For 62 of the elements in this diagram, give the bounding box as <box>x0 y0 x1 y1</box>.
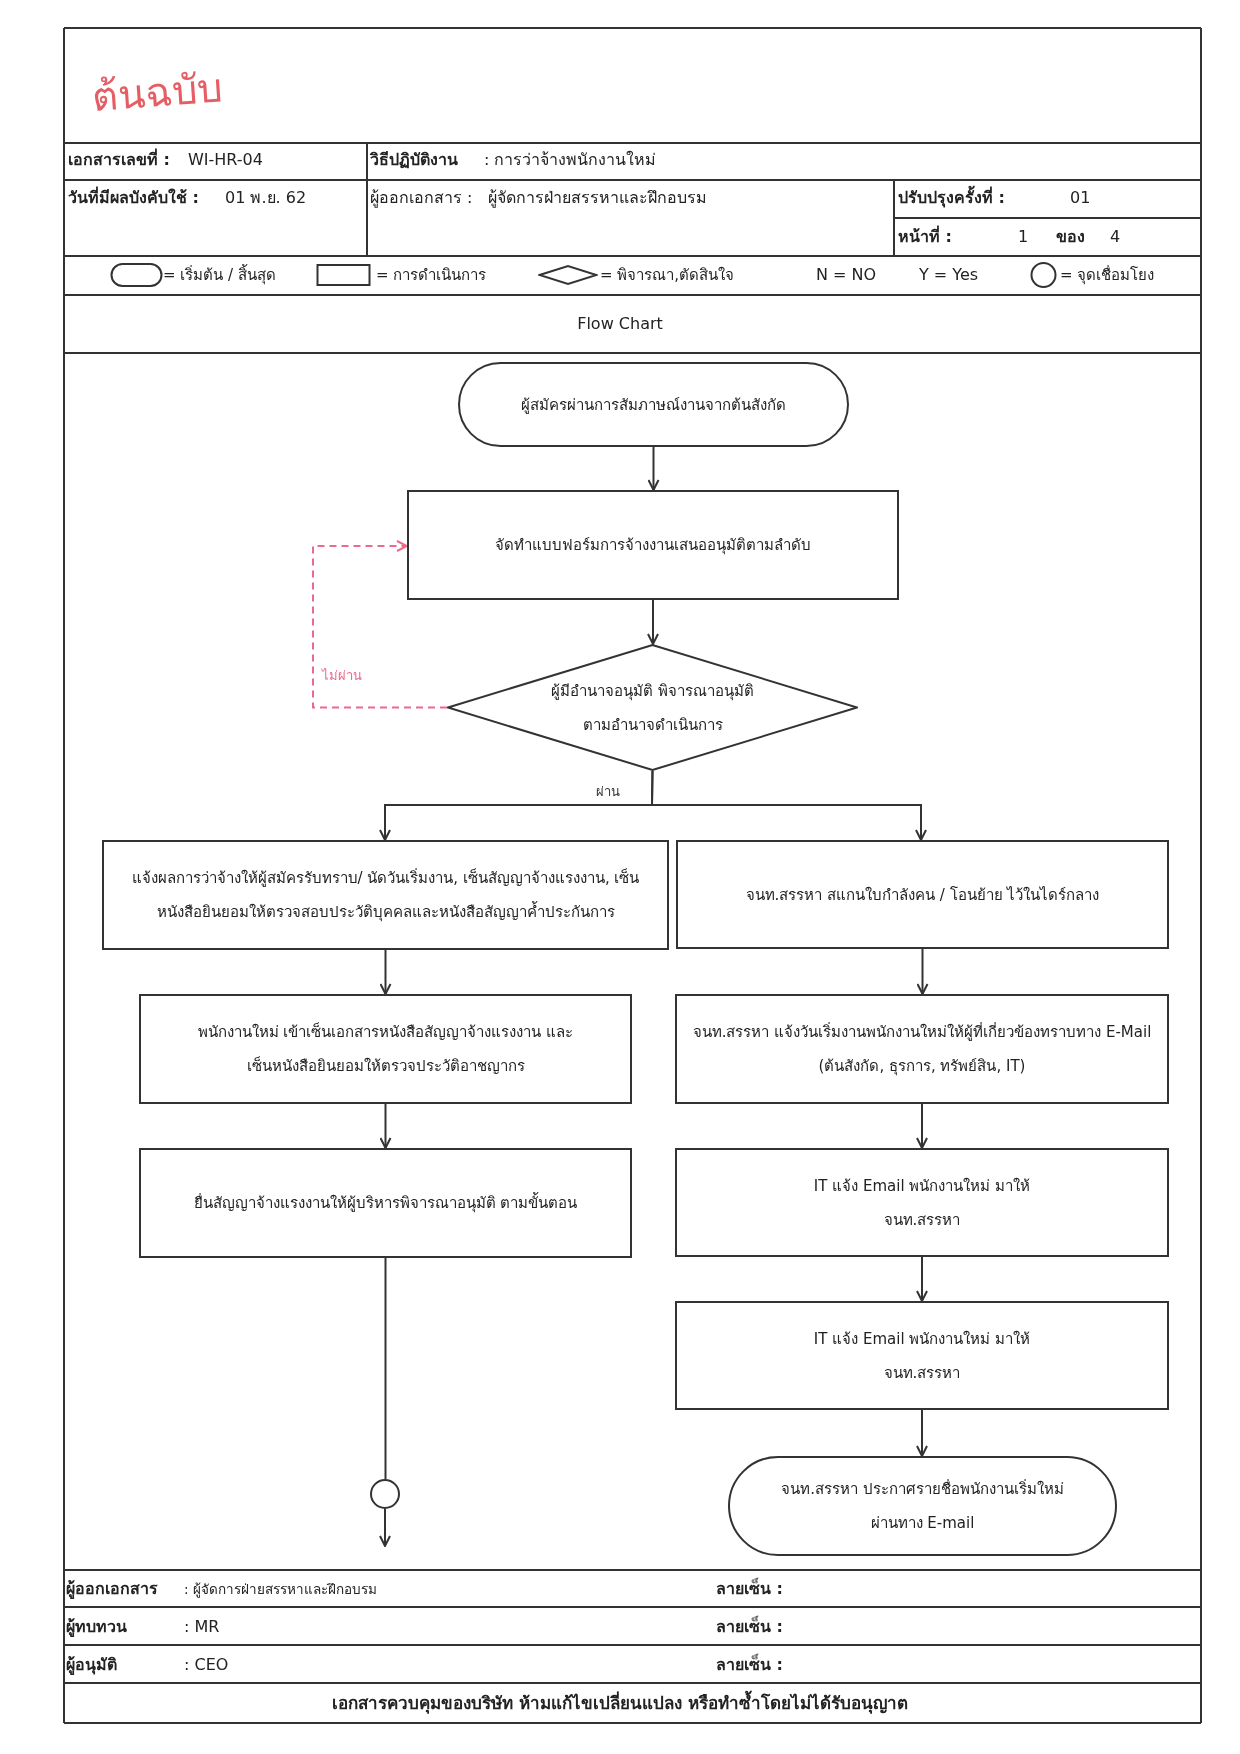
field-label: ผู้ออกเอกสาร <box>66 1579 158 1599</box>
step-text: ผู้สมัครผ่านการสัมภาษณ์งานจากต้นสังกัด <box>520 394 787 416</box>
step-text: จนท.สรรหา ประกาศรายชื่อพนักงานเริ่มใหม่ ผ่านทาง E-mail <box>780 1478 1065 1534</box>
step-text: แจ้งผลการว่าจ้างให้ผู้สมัครรับทราบ/ นัดวันเริ่มงาน, เซ็นสัญญาจ้างแรงงาน, เซ็น หนังสือยินยอมให้ตรวจสอบประวัติบุคคลและหนังสือสัญญาค้ำประกันการ <box>130 867 641 924</box>
field-label: ผู้ออกเอกสาร : <box>370 188 473 208</box>
step-text: จนท.สรรหา สแกนใบกำลังคน / โอนย้าย ไว้ในไดร์กลาง <box>744 884 1101 906</box>
step-text: จนท.สรรหา แจ้งวันเริ่มงานพนักงานใหม่ให้ผู้ที่เกี่ยวข้องทราบทาง E-Mail (ต้นสังกัด, ธุรการ, ทรัพย์สิน, IT) <box>691 1021 1153 1078</box>
step-text: พนักงานใหม่ เข้าเซ็นเอกสารหนังสือสัญญาจ้างแรงงาน และเซ็นหนังสือยินยอมให้ตรวจประวัติอาชญากร <box>196 1021 575 1077</box>
arrow <box>312 540 448 709</box>
arrow <box>916 948 929 995</box>
field-value: : การว่าจ้างพนักงานใหม่ <box>484 150 657 170</box>
step-text: ยื่นสัญญาจ้างแรงงานให้ผู้บริหารพิจารณาอนุมัติ ตามขั้นตอน <box>192 1191 579 1215</box>
step-text: IT แจ้ง Email พนักงานใหม่ มาให้จนท.สรรหา <box>812 1328 1032 1384</box>
field-label: วิธีปฏิบัติงาน <box>370 150 458 170</box>
arrow <box>379 949 392 995</box>
step-text: IT แจ้ง Email พนักงานใหม่ มาให้จนท.สรรหา <box>812 1175 1032 1231</box>
footer-note: เอกสารควบคุมของบริษัท ห้ามแก้ไขเปลี่ยนแปลง หรือทำซ้ำโดยไม่ได้รับอนุญาต <box>331 1692 909 1714</box>
arrow <box>916 1103 928 1149</box>
legend-text: N = NO <box>816 265 877 285</box>
field-value: : CEO <box>184 1655 229 1675</box>
process-box <box>407 490 899 600</box>
arrow <box>916 1256 928 1302</box>
stamp-text: ต้นฉบับ <box>90 63 224 121</box>
section-title: Flow Chart <box>576 314 664 334</box>
process-box <box>675 994 1169 1104</box>
process-box <box>676 840 1169 949</box>
process-box <box>102 840 669 950</box>
field-value: 1 <box>1018 227 1029 247</box>
arrow <box>647 446 660 491</box>
field-label: หน้าที่ : <box>898 227 952 247</box>
signature-label: ลายเซ็น : <box>716 1579 783 1599</box>
field-label: วันที่มีผลบังคับใช้ : <box>68 188 199 208</box>
field-value: ผู้จัดการฝ่ายสรรหาและฝึกอบรม <box>488 188 707 208</box>
field-value: 01 <box>1070 188 1091 208</box>
process-box <box>139 994 632 1104</box>
field-value: 01 พ.ย. 62 <box>225 188 307 208</box>
arrow <box>379 1103 392 1149</box>
arrow <box>379 1508 391 1547</box>
field-value: : MR <box>184 1617 220 1637</box>
legend-text: = เริ่มต้น / สิ้นสุด <box>163 263 276 287</box>
field-value: : ผู้จัดการฝ่ายสรรหาและฝึกอบรม <box>184 1580 377 1598</box>
legend-text: = พิจารณา,ตัดสินใจ <box>600 265 735 286</box>
process-box <box>139 1148 632 1258</box>
field-label: ผู้อนุมัติ <box>66 1655 117 1675</box>
arrow <box>916 1409 928 1457</box>
arrow <box>651 770 927 841</box>
connector-circle <box>370 1479 400 1509</box>
field-value: WI-HR-04 <box>188 150 263 170</box>
signature-label: ลายเซ็น : <box>716 1655 783 1675</box>
step-text: จัดทำแบบฟอร์มการจ้างงานเสนออนุมัติตามลำดับ <box>494 535 812 557</box>
field-value: 4 <box>1110 227 1121 247</box>
step-text: ผู้มีอำนาจอนุมัติ พิจารณาอนุมัติ ตามอำนาจดำเนินการ <box>550 680 755 736</box>
signature-label: ลายเซ็น : <box>716 1617 783 1637</box>
field-label: ของ <box>1056 227 1085 247</box>
legend-text: = การดำเนินการ <box>376 265 487 286</box>
process-box <box>675 1148 1169 1257</box>
arrow <box>647 599 659 645</box>
legend-text: = จุดเชื่อมโยง <box>1060 264 1155 287</box>
field-label: ผู้ทบทวน <box>66 1617 127 1637</box>
field-label: เอกสารเลขที่ : <box>68 150 170 170</box>
legend-text: Y = Yes <box>919 265 979 285</box>
process-box <box>675 1301 1169 1410</box>
